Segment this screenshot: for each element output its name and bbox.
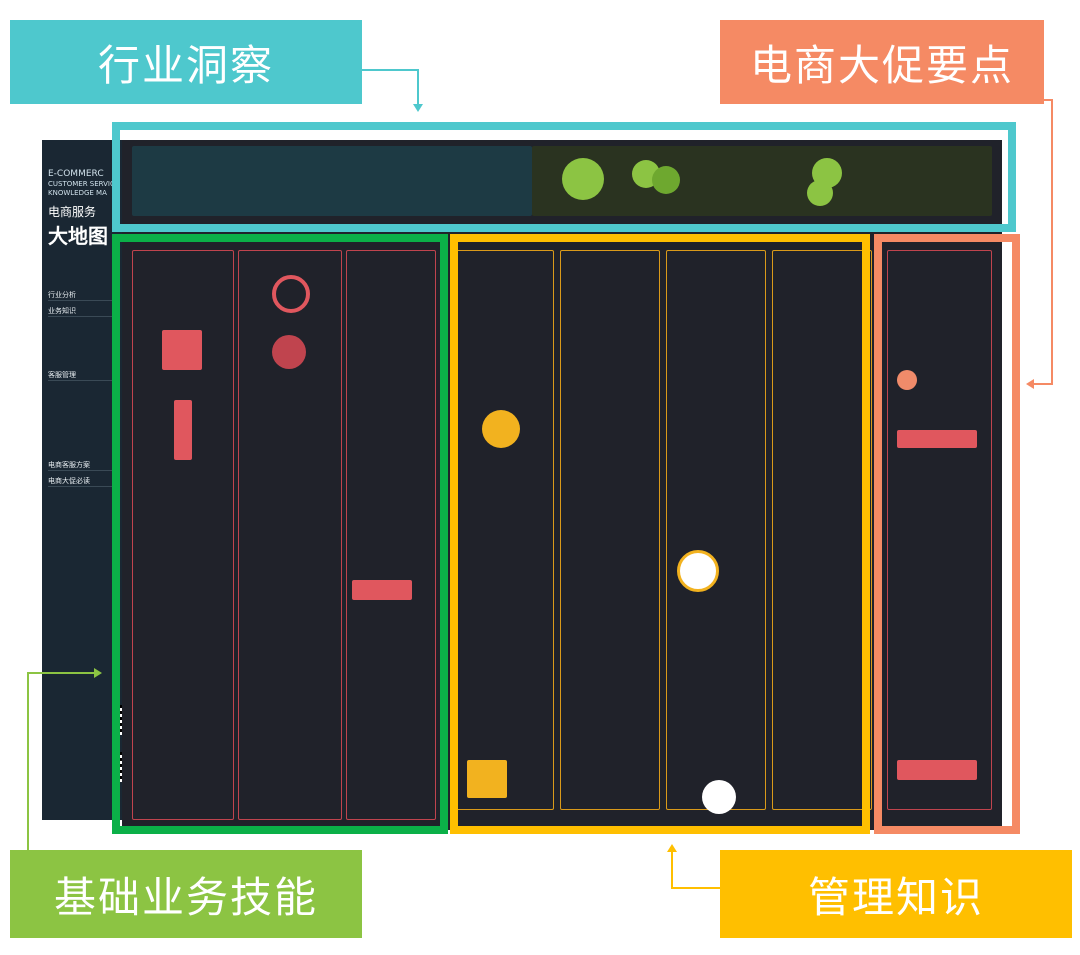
red-col-3 [346,250,436,820]
venn-icon-2 [652,166,680,194]
donut-icon [272,275,310,313]
white-circle [702,780,736,814]
red-col-2 [238,250,342,820]
poster-en-title-2: CUSTOMER SERVIC [48,180,115,188]
promo-points-label: 电商大促要点 [720,20,1044,104]
pie-chart-icon [562,158,604,200]
poster-nav-4: 电商大促必读 [48,476,116,487]
gold-col-4 [772,250,872,810]
teal-arrow-icon [413,104,423,112]
poster-nav-3: 电商客服方案 [48,460,116,471]
poster-cn-title-big: 大地图 [48,224,108,248]
basic-skills-label: 基础业务技能 [10,850,362,938]
red-arrows [352,580,412,600]
lime-connector [27,672,98,850]
red-funnel [174,400,192,460]
coral-bar [897,430,977,448]
industry-insight-frame [112,122,1016,232]
poster-nav-2: 客服管理 [48,370,116,381]
coral-bar-2 [897,760,977,780]
coral-dot [897,370,917,390]
red-center-circle [272,335,306,369]
industry-insight-label: 行业洞察 [10,20,362,104]
industry-strip-green [532,146,992,216]
poster-en-title-1: E-COMMERC [48,169,104,179]
coral-arrow-icon [1026,379,1034,389]
gold-hex [467,760,507,798]
basic-skills-frame [112,234,448,834]
gold-col-2 [560,250,660,810]
gold-ring [677,550,719,592]
gold-circle [482,410,520,448]
gold-connector [671,848,720,889]
red-col-1 [132,250,234,820]
red-hex-block [162,330,202,370]
management-frame [450,234,870,834]
poster-cn-title-small: 电商服务 [48,205,97,219]
management-label: 管理知识 [720,850,1072,938]
teal-connector [362,69,419,108]
promo-frame [874,234,1020,834]
poster-nav-0: 行业分析 [48,290,116,301]
poster-body [122,140,1002,830]
gold-arrow-icon [667,844,677,852]
coral-col [887,250,992,810]
coral-connector [1030,99,1053,385]
poster-nav-1: 业务知识 [48,306,116,317]
poster-en-title-3: KNOWLEDGE MA [48,189,107,197]
industry-strip [132,146,532,216]
circle-icon-2 [807,180,833,206]
lime-arrow-icon [94,668,102,678]
